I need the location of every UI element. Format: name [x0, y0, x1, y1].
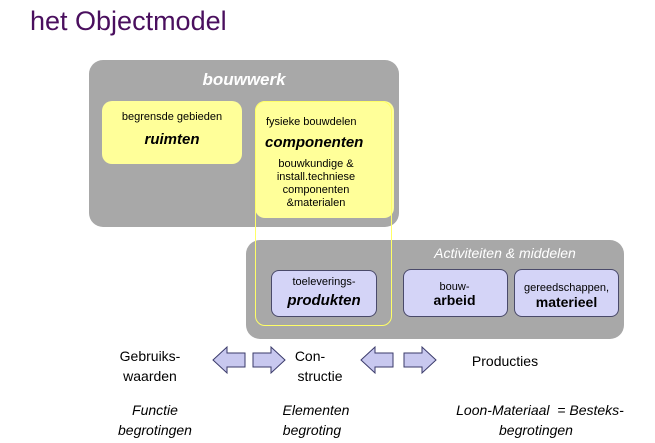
bouwarbeid-title: arbeid [433, 292, 476, 308]
gebruikswaarden-label-2: waarden [123, 368, 177, 384]
componenten-detail-1: bouwkundige & [278, 158, 354, 170]
componenten-detail-3: componenten [282, 184, 350, 196]
page-title: het Objectmodel [30, 6, 227, 36]
bouwwerk-heading: bouwwerk [202, 70, 286, 89]
componenten-outline [255, 101, 392, 326]
arrow-right-icon [252, 345, 286, 375]
bouwarbeid-box [403, 269, 508, 317]
constructie-label-1: Con- [294, 348, 326, 364]
activiteiten-heading: Activiteiten & middelen [434, 245, 576, 261]
componenten-detail-4: &materialen [286, 197, 346, 209]
ruimten-box [102, 101, 242, 164]
toeleverings-title: produkten [287, 292, 361, 309]
constructie-label-2: structie [297, 368, 343, 384]
bouwarbeid-subtitle: bouw- [439, 281, 470, 293]
arrow-left-icon [360, 345, 394, 375]
ruimten-title: ruimten [144, 131, 200, 148]
materieel-box [514, 269, 619, 317]
ruimten-subtitle: begrensde gebieden [121, 111, 223, 123]
arrow-right-icon [403, 345, 437, 375]
materieel-subtitle: gereedschappen, [523, 282, 609, 294]
elementen-label-2: begroting [282, 422, 342, 438]
producties-label: Producties [471, 353, 539, 369]
toeleverings-subtitle: toeleverings- [292, 276, 356, 288]
elementen-label-1: Elementen [282, 402, 350, 418]
componenten-subtitle: fysieke bouwdelen [266, 116, 357, 128]
functie-label-1: Functie [132, 402, 178, 418]
materieel-title: materieel [535, 294, 598, 310]
loon-materiaal-label-2: begrotingen [499, 422, 573, 438]
arrow-left-icon [212, 345, 246, 375]
functie-label-2: begrotingen [118, 422, 192, 438]
gebruikswaarden-label-1: Gebruiks- [119, 348, 181, 364]
componenten-box [255, 101, 394, 218]
componenten-detail-2: install.techniese [276, 171, 356, 183]
toeleverings-box [271, 270, 377, 317]
loon-materiaal-label-1: Loon-Materiaal = Besteks- [456, 402, 624, 418]
componenten-title: componenten [265, 134, 364, 151]
